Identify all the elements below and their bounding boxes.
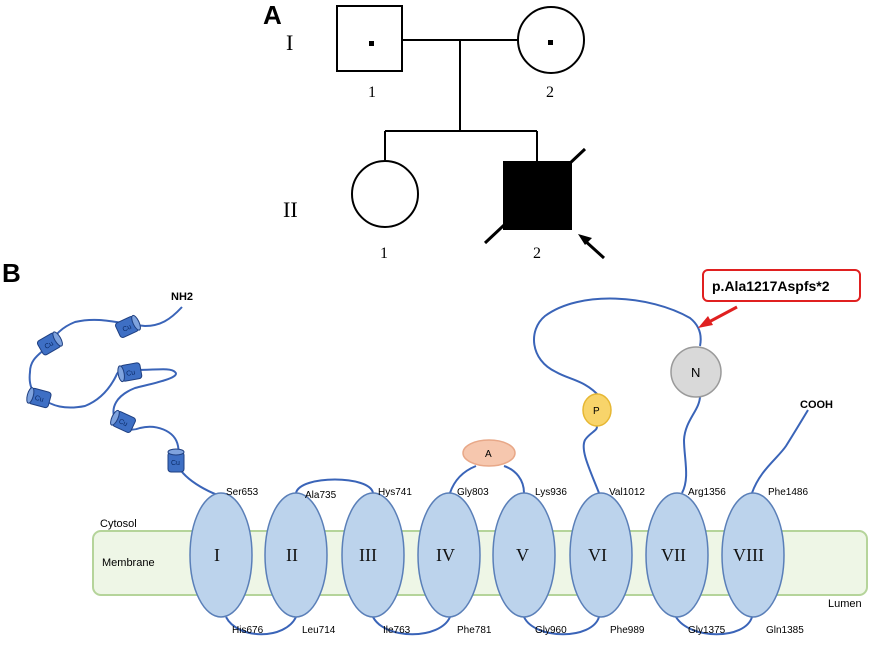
membrane-label: Membrane <box>102 557 155 569</box>
segment-label: VIII <box>733 545 764 565</box>
residue-label: His676 <box>232 625 264 636</box>
individual-number: 2 <box>546 84 554 101</box>
residue-label: Phe989 <box>610 625 645 636</box>
lumen-label: Lumen <box>828 598 862 610</box>
cu-domain-3: Cu <box>26 387 52 409</box>
segment-label: III <box>359 545 377 565</box>
mutation-box <box>702 269 861 302</box>
residue-label: Phe781 <box>457 625 492 636</box>
loop-III-IV <box>372 616 451 636</box>
tm-helix-3 <box>341 492 405 618</box>
mutation-arrow-icon <box>698 305 738 328</box>
cu-domain-1: Cu <box>36 331 63 356</box>
loop-P-N <box>533 297 702 398</box>
p-domain-label: P <box>593 406 600 417</box>
deceased-slash <box>483 147 587 245</box>
loop-A-V <box>503 465 525 494</box>
cu-domain-2: Cu <box>115 314 141 338</box>
svg-text:Cu: Cu <box>44 340 55 351</box>
residue-label: Gly1375 <box>688 625 726 636</box>
p-domain: P <box>582 393 612 427</box>
tm-helix-1 <box>189 492 253 618</box>
c-terminal-tail <box>751 409 809 494</box>
a-domain-label: A <box>485 449 492 460</box>
cu-domain-6: Cu <box>167 448 185 473</box>
segment-label: VII <box>661 545 686 565</box>
male-square <box>336 5 403 72</box>
n-terminus-label: NH2 <box>171 291 193 303</box>
pedigree-individual-II-1 <box>351 160 419 228</box>
residue-label: Gly960 <box>535 625 567 636</box>
svg-text:Cu: Cu <box>122 323 133 333</box>
a-domain: A <box>462 439 516 467</box>
n-terminal-tail <box>28 306 233 501</box>
residue-label: Gly803 <box>457 487 489 498</box>
residue-label: Hys741 <box>378 487 412 498</box>
mutation-label: p.Ala1217Aspfs*2 <box>712 278 830 294</box>
residue-label: Phe1486 <box>768 487 808 498</box>
pedigree-individual-I-2 <box>517 6 585 74</box>
segment-label: I <box>214 545 220 565</box>
generation-label-2: II <box>283 197 298 222</box>
protein-backbone <box>28 297 809 636</box>
proband-arrow-icon <box>578 234 606 260</box>
loop-I-II <box>225 616 297 636</box>
cytosol-label: Cytosol <box>100 518 137 530</box>
residue-label: Ile763 <box>383 625 411 636</box>
female-circle <box>351 160 419 228</box>
n-domain-label: N <box>691 365 700 380</box>
loop-N-VII <box>681 395 701 494</box>
tm-helix-5 <box>492 492 556 618</box>
loop-IV-A <box>449 465 477 494</box>
tm-helix-8 <box>721 492 785 618</box>
segment-label: II <box>286 545 298 565</box>
tm-helices <box>189 492 785 618</box>
residue-label: Val1012 <box>609 487 645 498</box>
loop-VII-VIII <box>675 616 753 636</box>
segment-label: V <box>516 545 529 565</box>
residue-label: Leu714 <box>302 625 336 636</box>
svg-text:Cu: Cu <box>117 418 128 428</box>
individual-number: 1 <box>380 245 388 262</box>
segment-label: IV <box>436 545 455 565</box>
mutation-callout: p.Ala1217Aspfs*2 <box>698 269 861 328</box>
tm-helix-7 <box>645 492 709 618</box>
tm-helix-4 <box>417 492 481 618</box>
tm-helix-6 <box>569 492 633 618</box>
svg-text:Cu: Cu <box>171 460 180 467</box>
generation-label-1: I <box>286 30 293 55</box>
segment-label: VI <box>588 545 607 565</box>
n-domain: N <box>670 346 722 398</box>
panel-b-label: B <box>2 258 21 288</box>
residue-label: Ala735 <box>305 490 337 501</box>
loop-VI-P <box>582 424 600 494</box>
pedigree-individual-II-2 <box>483 147 587 245</box>
residue-label: Lys936 <box>535 487 567 498</box>
svg-text:Cu: Cu <box>34 395 45 404</box>
loop-V-VI <box>523 616 600 636</box>
tm-helix-2 <box>264 492 328 618</box>
individual-number: 1 <box>368 84 376 101</box>
pedigree-lines <box>384 39 538 162</box>
panel-a-label: A <box>263 0 282 30</box>
individual-number: 2 <box>533 245 541 262</box>
loop-II-III <box>295 478 374 494</box>
pedigree-individual-I-1 <box>336 5 403 72</box>
cu-domain-5: Cu <box>110 409 136 433</box>
cu-domains: Cu Cu Cu Cu Cu Cu <box>26 314 185 473</box>
residue-label: Arg1356 <box>688 487 726 498</box>
c-terminus-label: COOH <box>800 399 833 411</box>
carrier-dot <box>369 41 374 46</box>
residue-label: Gln1385 <box>766 625 804 636</box>
svg-text:Cu: Cu <box>126 369 136 377</box>
cu-domain-4: Cu <box>117 362 143 383</box>
residue-label: Ser653 <box>226 487 259 498</box>
carrier-dot <box>548 40 553 45</box>
